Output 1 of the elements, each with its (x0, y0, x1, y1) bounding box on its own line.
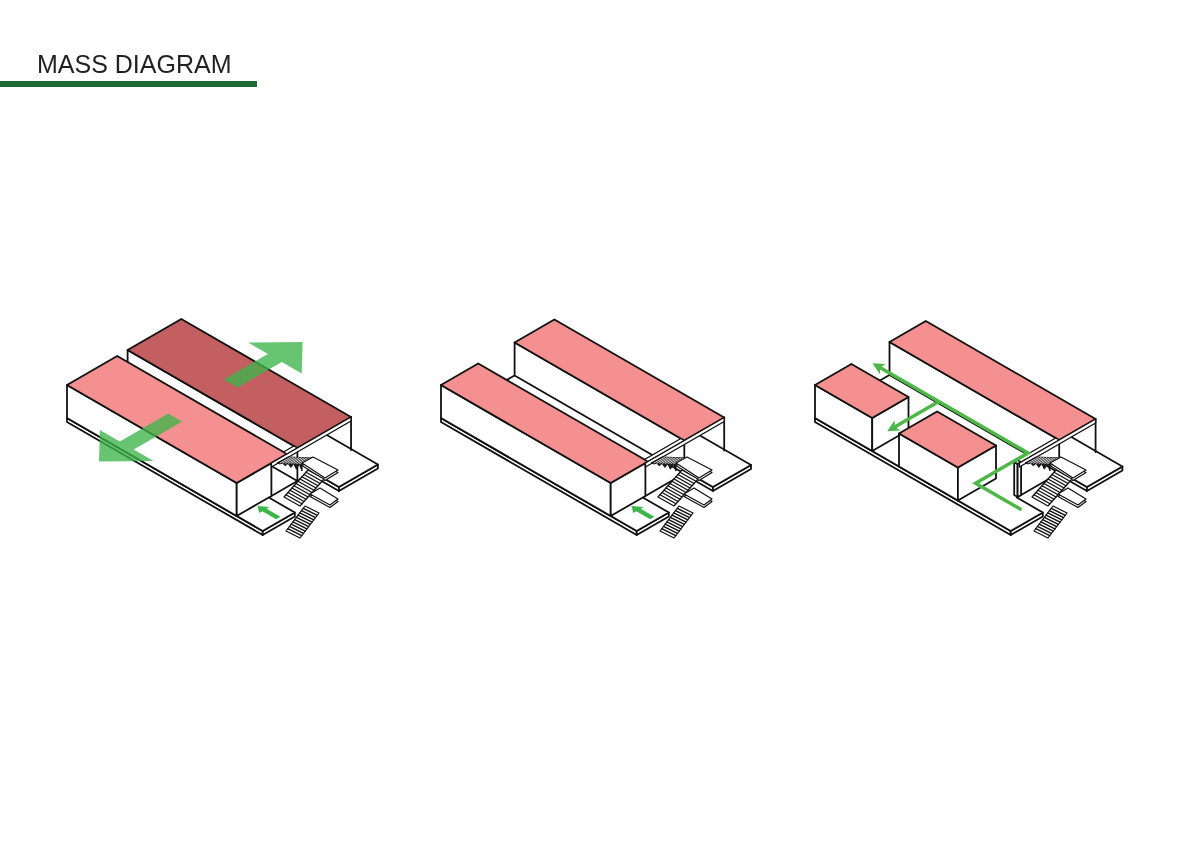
diagram-title: MASS DIAGRAM (37, 52, 232, 77)
